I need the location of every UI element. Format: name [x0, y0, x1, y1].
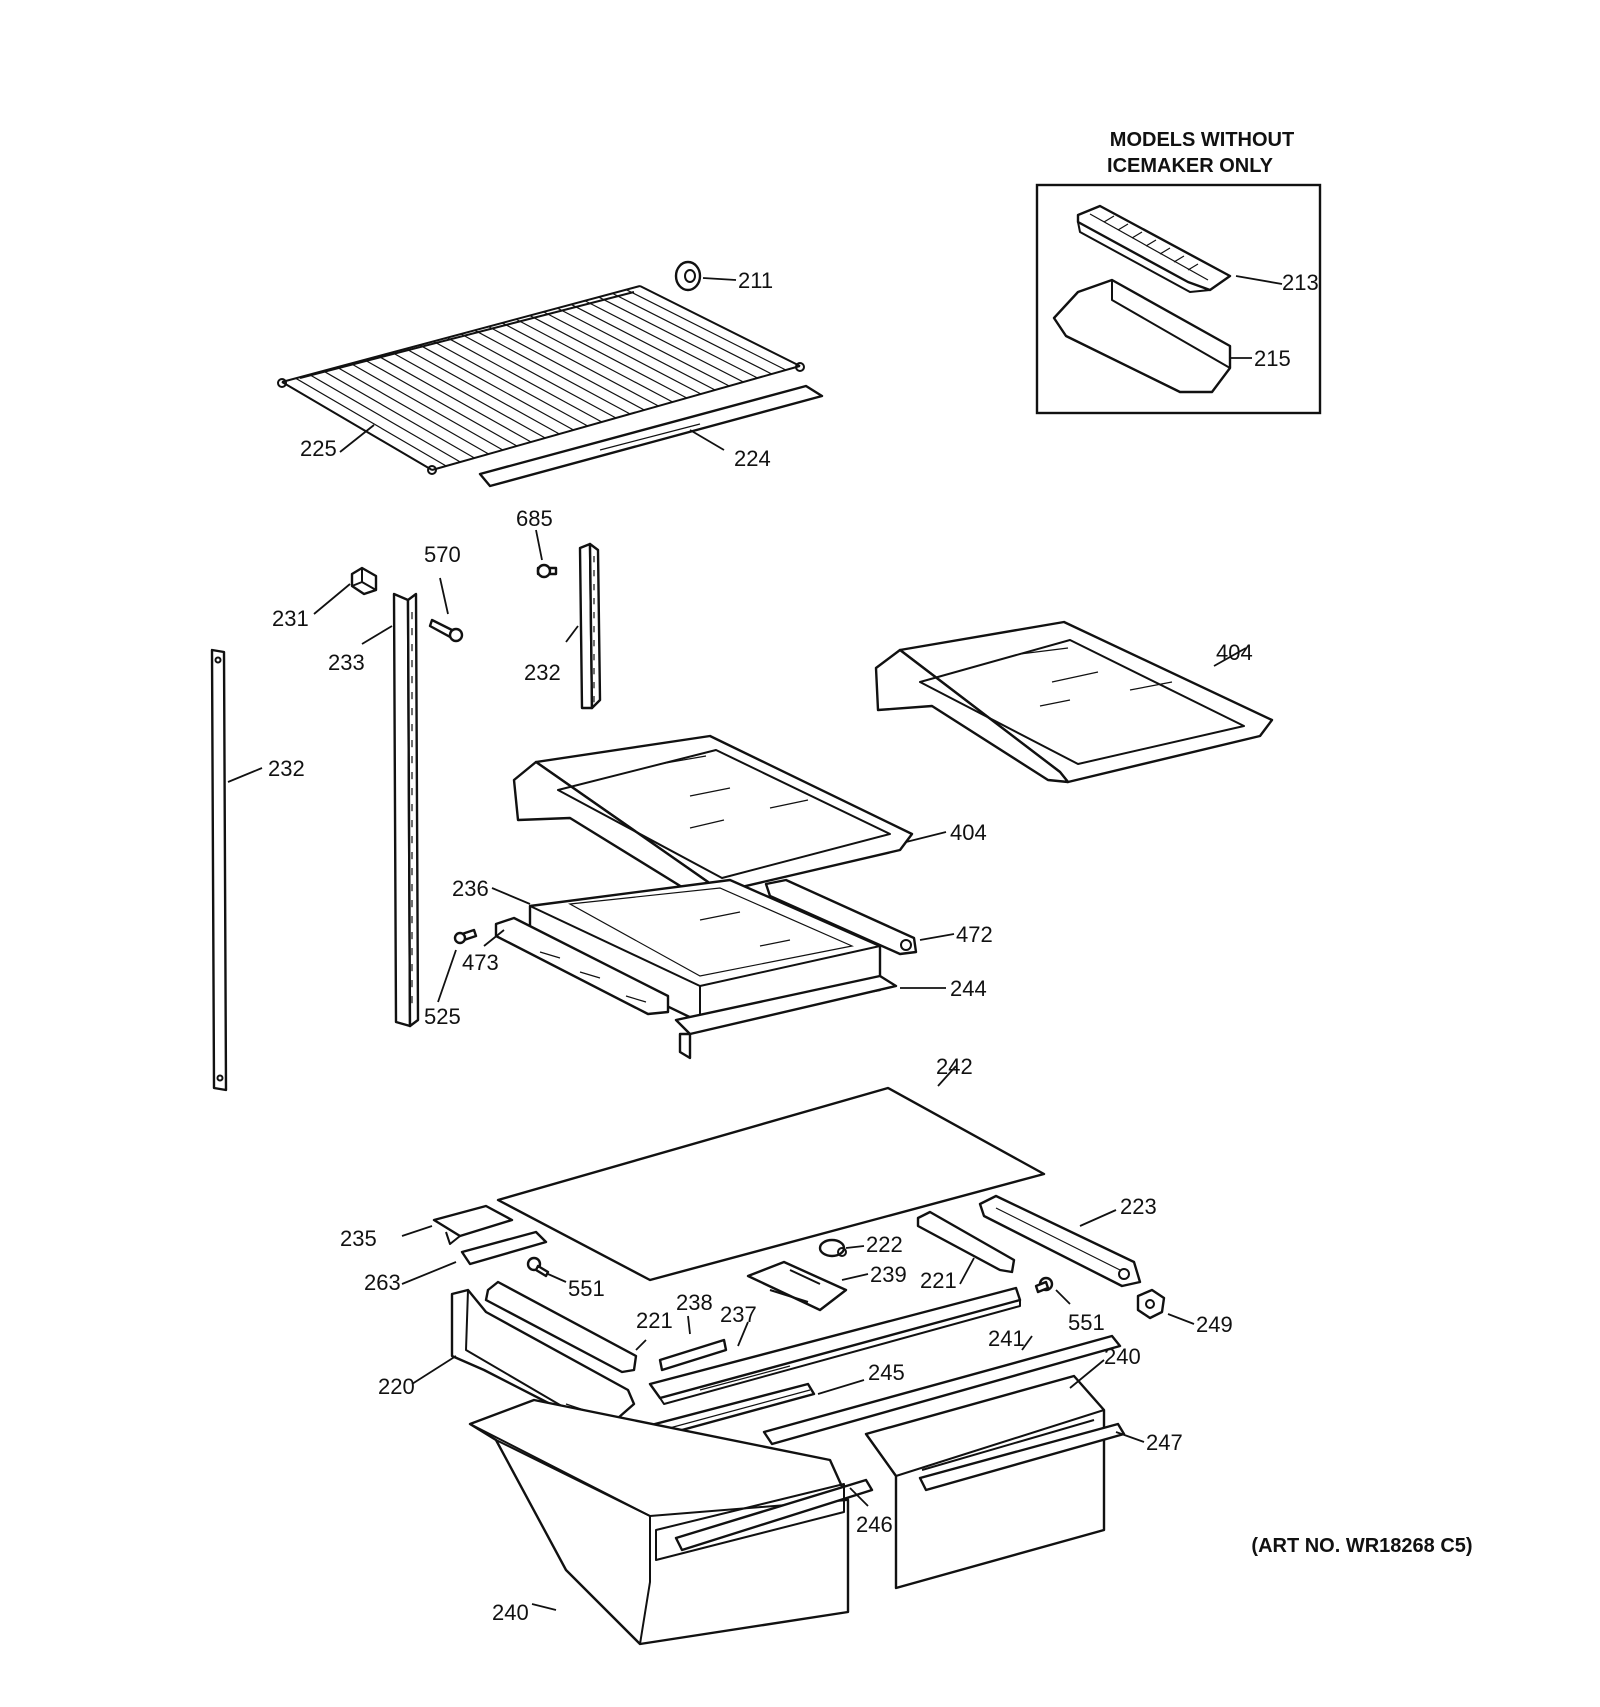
inset-header-line1: MODELS WITHOUT	[1110, 129, 1294, 151]
callout-211: 211	[738, 268, 773, 293]
callout-237: 237	[720, 1302, 757, 1327]
callout-222: 222	[866, 1232, 903, 1257]
callout-236: 236	[452, 876, 489, 901]
callout-525: 525	[424, 1004, 461, 1029]
callout-472: 472	[956, 922, 993, 947]
screw-551-left	[526, 1256, 550, 1278]
shelf-rail-left	[210, 648, 228, 1092]
inset-frame	[1035, 183, 1322, 415]
shelf-rail-rear	[578, 542, 602, 710]
label-238	[658, 1338, 728, 1372]
callout-240-left: 240	[492, 1600, 529, 1625]
callout-473: 473	[462, 950, 499, 975]
shelf-rail-center	[392, 592, 420, 1028]
callout-263: 263	[364, 1270, 401, 1295]
drawer-front-244	[674, 974, 898, 1060]
callout-240-right: 240	[1104, 1344, 1141, 1369]
inset-header-line2: ICEMAKER ONLY	[1107, 155, 1274, 177]
cover-slide-221-right	[916, 1210, 1016, 1274]
callout-242: 242	[936, 1054, 973, 1079]
cover-support-223	[978, 1194, 1142, 1288]
glass-shelf-upper	[874, 620, 1274, 784]
callout-245: 245	[868, 1360, 905, 1385]
callout-247: 247	[1146, 1430, 1183, 1455]
ice-tray	[1076, 204, 1232, 293]
callout-551-right: 551	[1068, 1310, 1105, 1335]
shelf-trim	[478, 384, 824, 488]
glass-shelf-lower	[512, 734, 914, 894]
cover-bracket-263	[460, 1230, 548, 1266]
callout-224: 224	[734, 446, 771, 471]
callout-244: 244	[950, 976, 987, 1001]
screw-551-right	[1034, 1276, 1054, 1294]
crisper-drawer-right	[864, 1374, 1126, 1590]
art-number: (ART NO. WR18268 C5)	[1251, 1535, 1472, 1557]
callout-239: 239	[870, 1262, 907, 1287]
callout-246: 246	[856, 1512, 893, 1537]
shelf-bumper	[674, 260, 702, 292]
callout-232-rear: 232	[524, 660, 561, 685]
callout-223: 223	[1120, 1194, 1157, 1219]
cover-slide-221-left	[484, 1280, 638, 1374]
crisper-cover-glass	[496, 1086, 1046, 1282]
callout-231: 231	[272, 606, 309, 631]
callout-213: 213	[1282, 270, 1319, 295]
callout-232-left: 232	[268, 756, 305, 781]
callout-570: 570	[424, 542, 461, 567]
callout-551-left: 551	[568, 1276, 605, 1301]
cover-bracket-235	[432, 1204, 514, 1245]
screw-570	[428, 618, 464, 643]
callout-404-lower: 404	[950, 820, 987, 845]
callout-249: 249	[1196, 1312, 1233, 1337]
callout-241: 241	[988, 1326, 1025, 1351]
crisper-drawer-left	[468, 1398, 874, 1646]
rail-cap	[350, 566, 378, 596]
callout-221-left: 221	[636, 1308, 673, 1333]
wire-shelf	[277, 285, 805, 475]
callout-220: 220	[378, 1374, 415, 1399]
ice-storage-bin	[1052, 278, 1232, 394]
callout-221-right: 221	[920, 1268, 957, 1293]
crisper-cross-rail-237	[648, 1286, 1022, 1405]
humidity-control-239	[746, 1260, 848, 1312]
crisper-divider-241	[762, 1334, 1122, 1446]
roller-222	[818, 1238, 847, 1258]
screw-685	[536, 563, 558, 579]
shelf-slide-472	[764, 878, 918, 956]
callout-404-upper: 404	[1216, 640, 1253, 665]
callout-235: 235	[340, 1226, 377, 1251]
clip-249	[1136, 1288, 1166, 1320]
icemaker-inset: MODELS WITHOUT ICEMAKER ONLY 213 215	[1035, 129, 1322, 415]
callout-685: 685	[516, 506, 553, 531]
callout-215: 215	[1254, 346, 1291, 371]
callout-238: 238	[676, 1290, 713, 1315]
screw-525	[453, 928, 478, 945]
callout-225: 225	[300, 436, 337, 461]
callout-233: 233	[328, 650, 365, 675]
